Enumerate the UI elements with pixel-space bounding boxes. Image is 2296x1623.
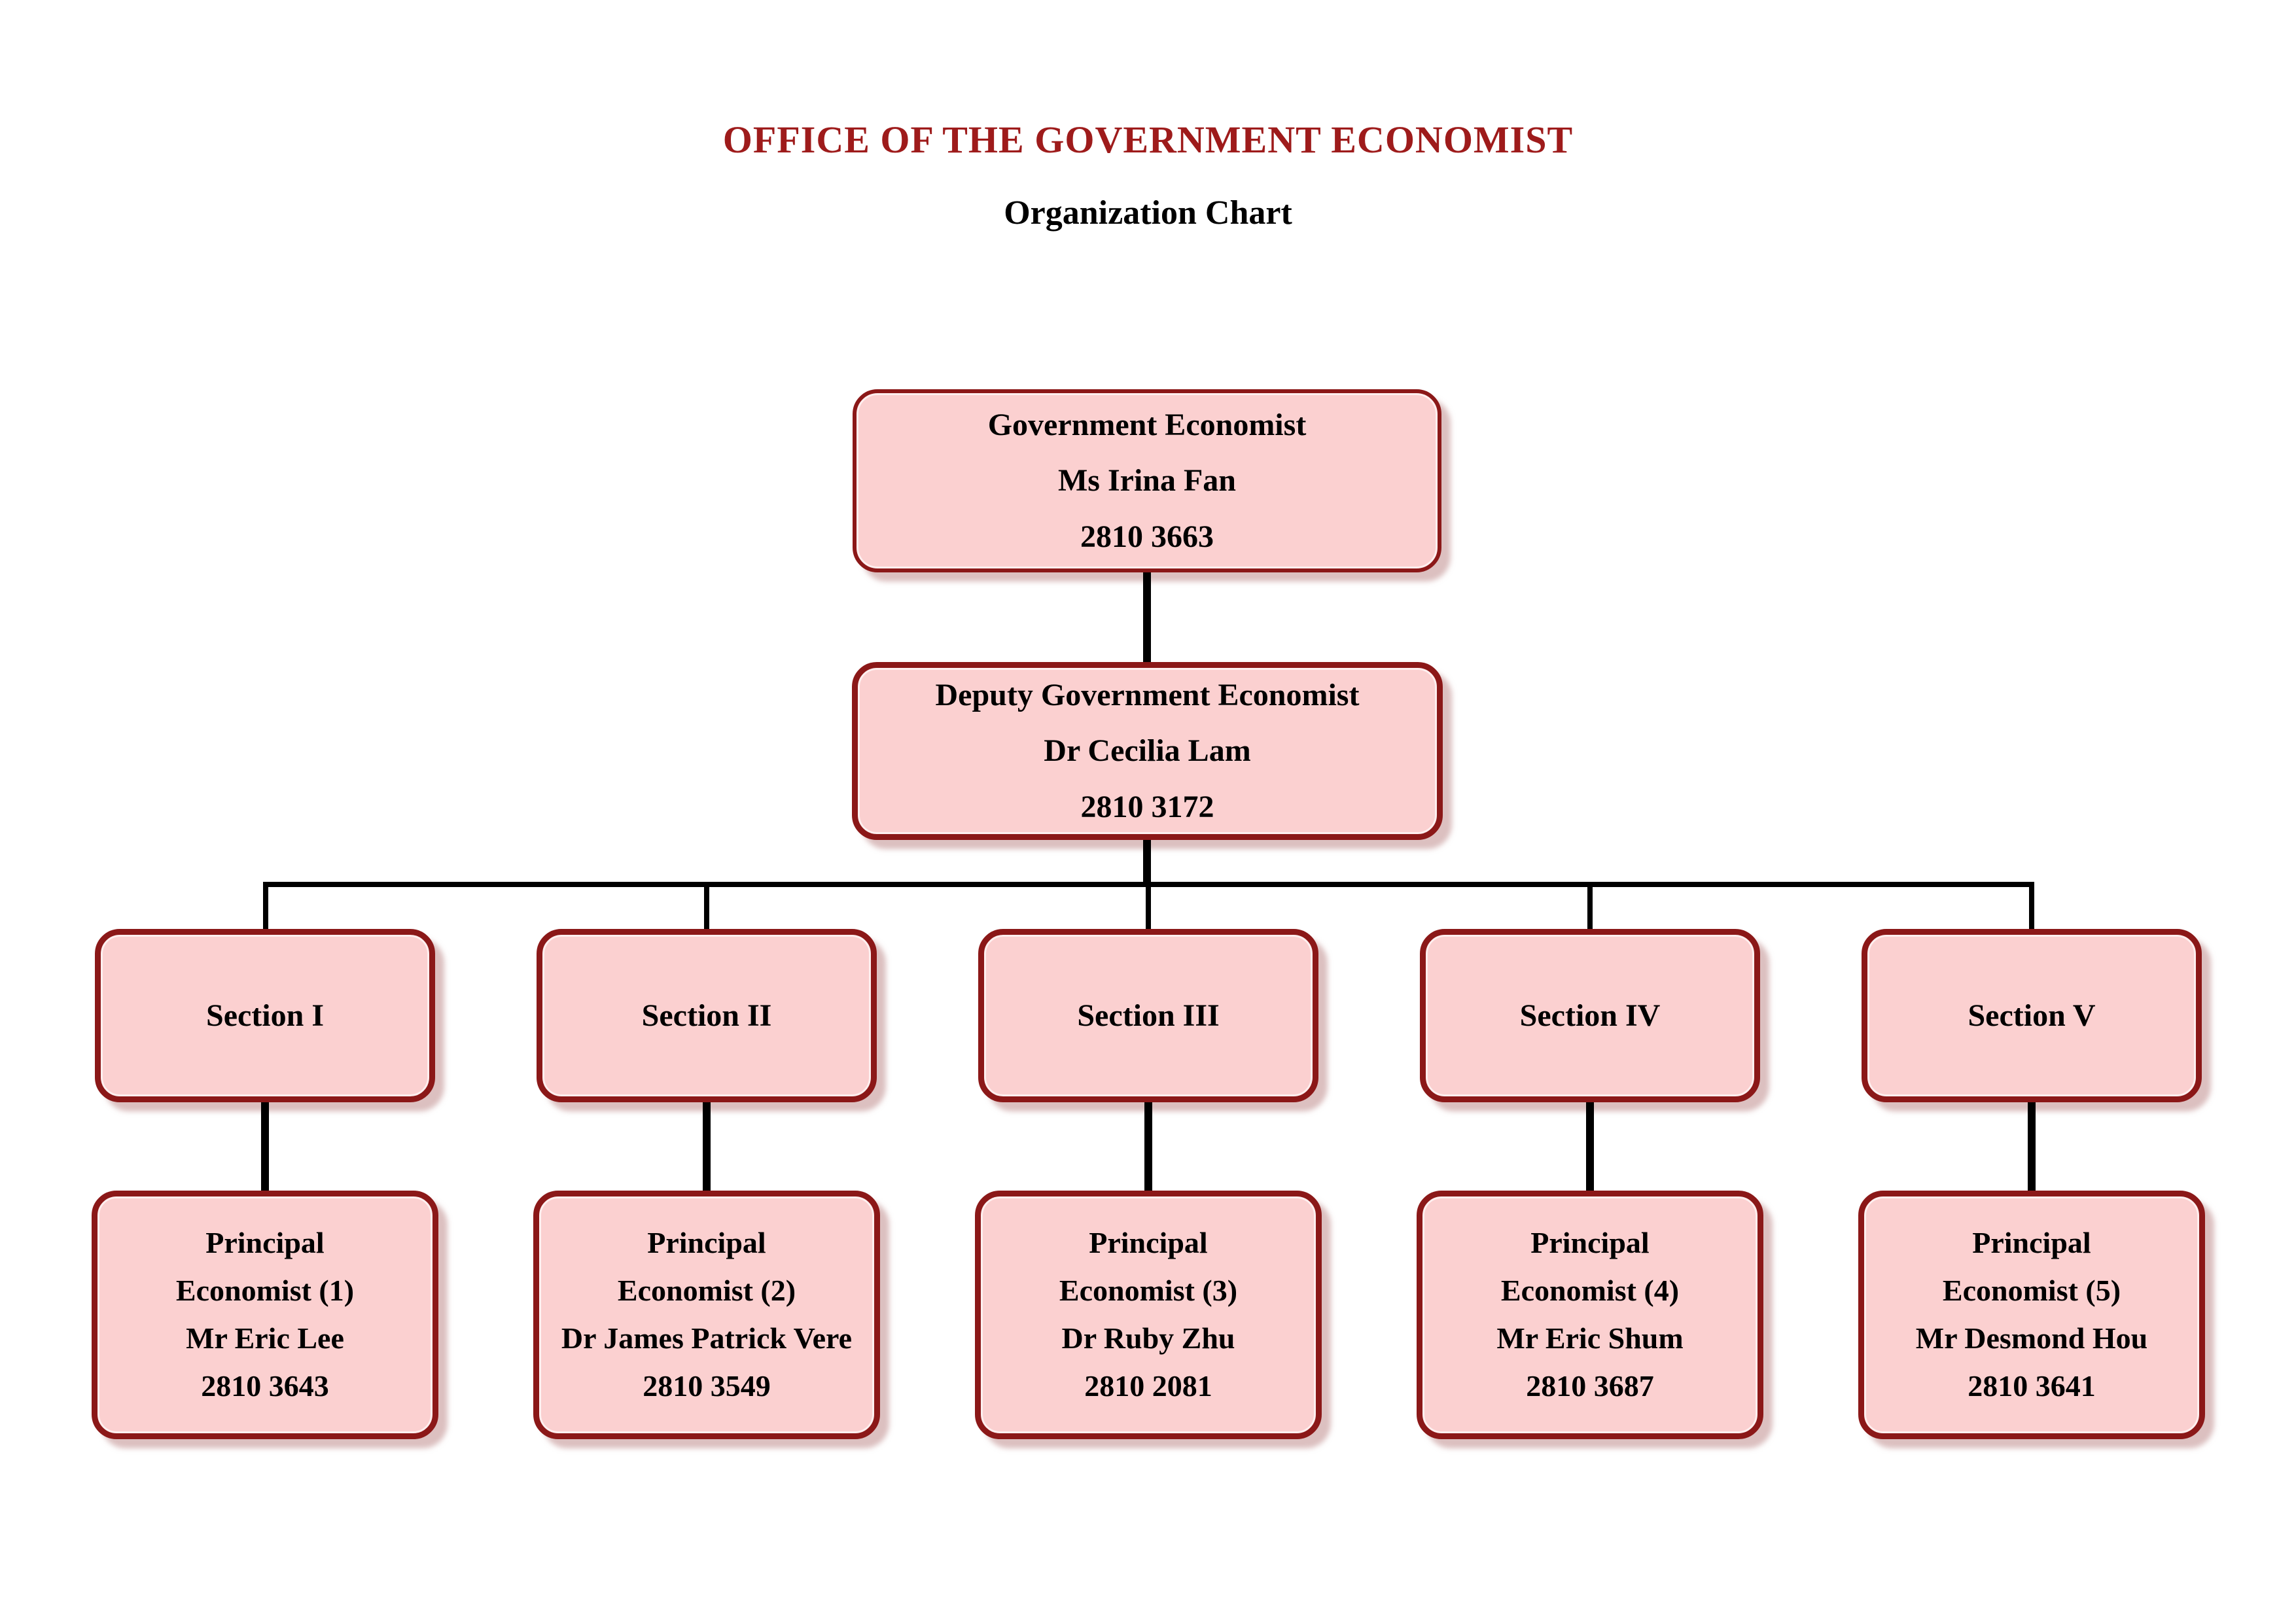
org-node-section-3: Section III	[978, 929, 1318, 1102]
connector-line	[1143, 840, 1151, 883]
connector-line	[1587, 886, 1593, 929]
org-node-section-5: Section V	[1862, 929, 2202, 1102]
box-text-line: Deputy Government Economist	[935, 678, 1360, 713]
box-text-line: 2810 3172	[1080, 789, 1214, 824]
connector-line	[1586, 1102, 1594, 1191]
connector-line	[261, 1102, 269, 1191]
box-text-line: Dr James Patrick Vere	[561, 1321, 853, 1355]
connector-line	[1143, 572, 1151, 662]
connector-line	[263, 882, 2034, 887]
page-title: OFFICE OF THE GOVERNMENT ECONOMIST	[722, 118, 1574, 161]
box-text-line: Mr Desmond Hou	[1915, 1321, 2148, 1355]
connector-line	[1144, 1102, 1152, 1191]
connector-line	[1146, 886, 1151, 929]
box-text-line: Mr Eric Shum	[1496, 1321, 1684, 1355]
org-node-section-4: Section IV	[1420, 929, 1760, 1102]
box-text-line: 2810 3663	[1080, 519, 1214, 554]
section-label: Section I	[206, 998, 324, 1033]
org-node-section-2: Section II	[537, 929, 877, 1102]
box-text-line: Ms Irina Fan	[1057, 463, 1236, 498]
box-text-line: 2810 3549	[643, 1369, 771, 1403]
box-text-line: Government Economist	[987, 408, 1307, 443]
section-label: Section II	[641, 998, 772, 1033]
connector-line	[704, 886, 709, 929]
box-text-line: Economist (4)	[1500, 1274, 1680, 1308]
org-node-government-economist: Government Economist Ms Irina Fan 2810 366…	[853, 389, 1441, 572]
box-text-line: 2810 3643	[201, 1369, 329, 1403]
connector-line	[2028, 1102, 2036, 1191]
box-text-line: Principal	[205, 1226, 325, 1260]
connector-line	[2029, 886, 2034, 929]
box-text-line: Economist (1)	[175, 1274, 355, 1308]
box-text-line: 2810 2081	[1084, 1369, 1212, 1403]
box-text-line: Principal	[1089, 1226, 1208, 1260]
box-text-line: Mr Eric Lee	[186, 1321, 344, 1355]
box-text-line: Economist (2)	[617, 1274, 796, 1308]
box-text-line: Dr Cecilia Lam	[1044, 733, 1251, 769]
section-label: Section V	[1968, 998, 2096, 1033]
box-text-line: Economist (3)	[1059, 1274, 1238, 1308]
connector-line	[703, 1102, 711, 1191]
box-text-line: Principal	[1530, 1226, 1650, 1260]
box-text-line: Dr Ruby Zhu	[1061, 1321, 1235, 1355]
box-text-line: 2810 3687	[1526, 1369, 1654, 1403]
org-node-deputy-government-economist: Deputy Government Economist Dr Cecilia La…	[852, 662, 1443, 840]
box-text-line: Principal	[647, 1226, 766, 1260]
org-node-section-1: Section I	[95, 929, 435, 1102]
box-text-line: Principal	[1972, 1226, 2091, 1260]
box-text-line: 2810 3641	[1968, 1369, 2096, 1403]
section-label: Section IV	[1519, 998, 1661, 1033]
page-subtitle: Organization Chart	[1004, 194, 1292, 232]
section-label: Section III	[1077, 998, 1220, 1033]
connector-line	[263, 886, 268, 929]
box-text-line: Economist (5)	[1942, 1274, 2121, 1308]
